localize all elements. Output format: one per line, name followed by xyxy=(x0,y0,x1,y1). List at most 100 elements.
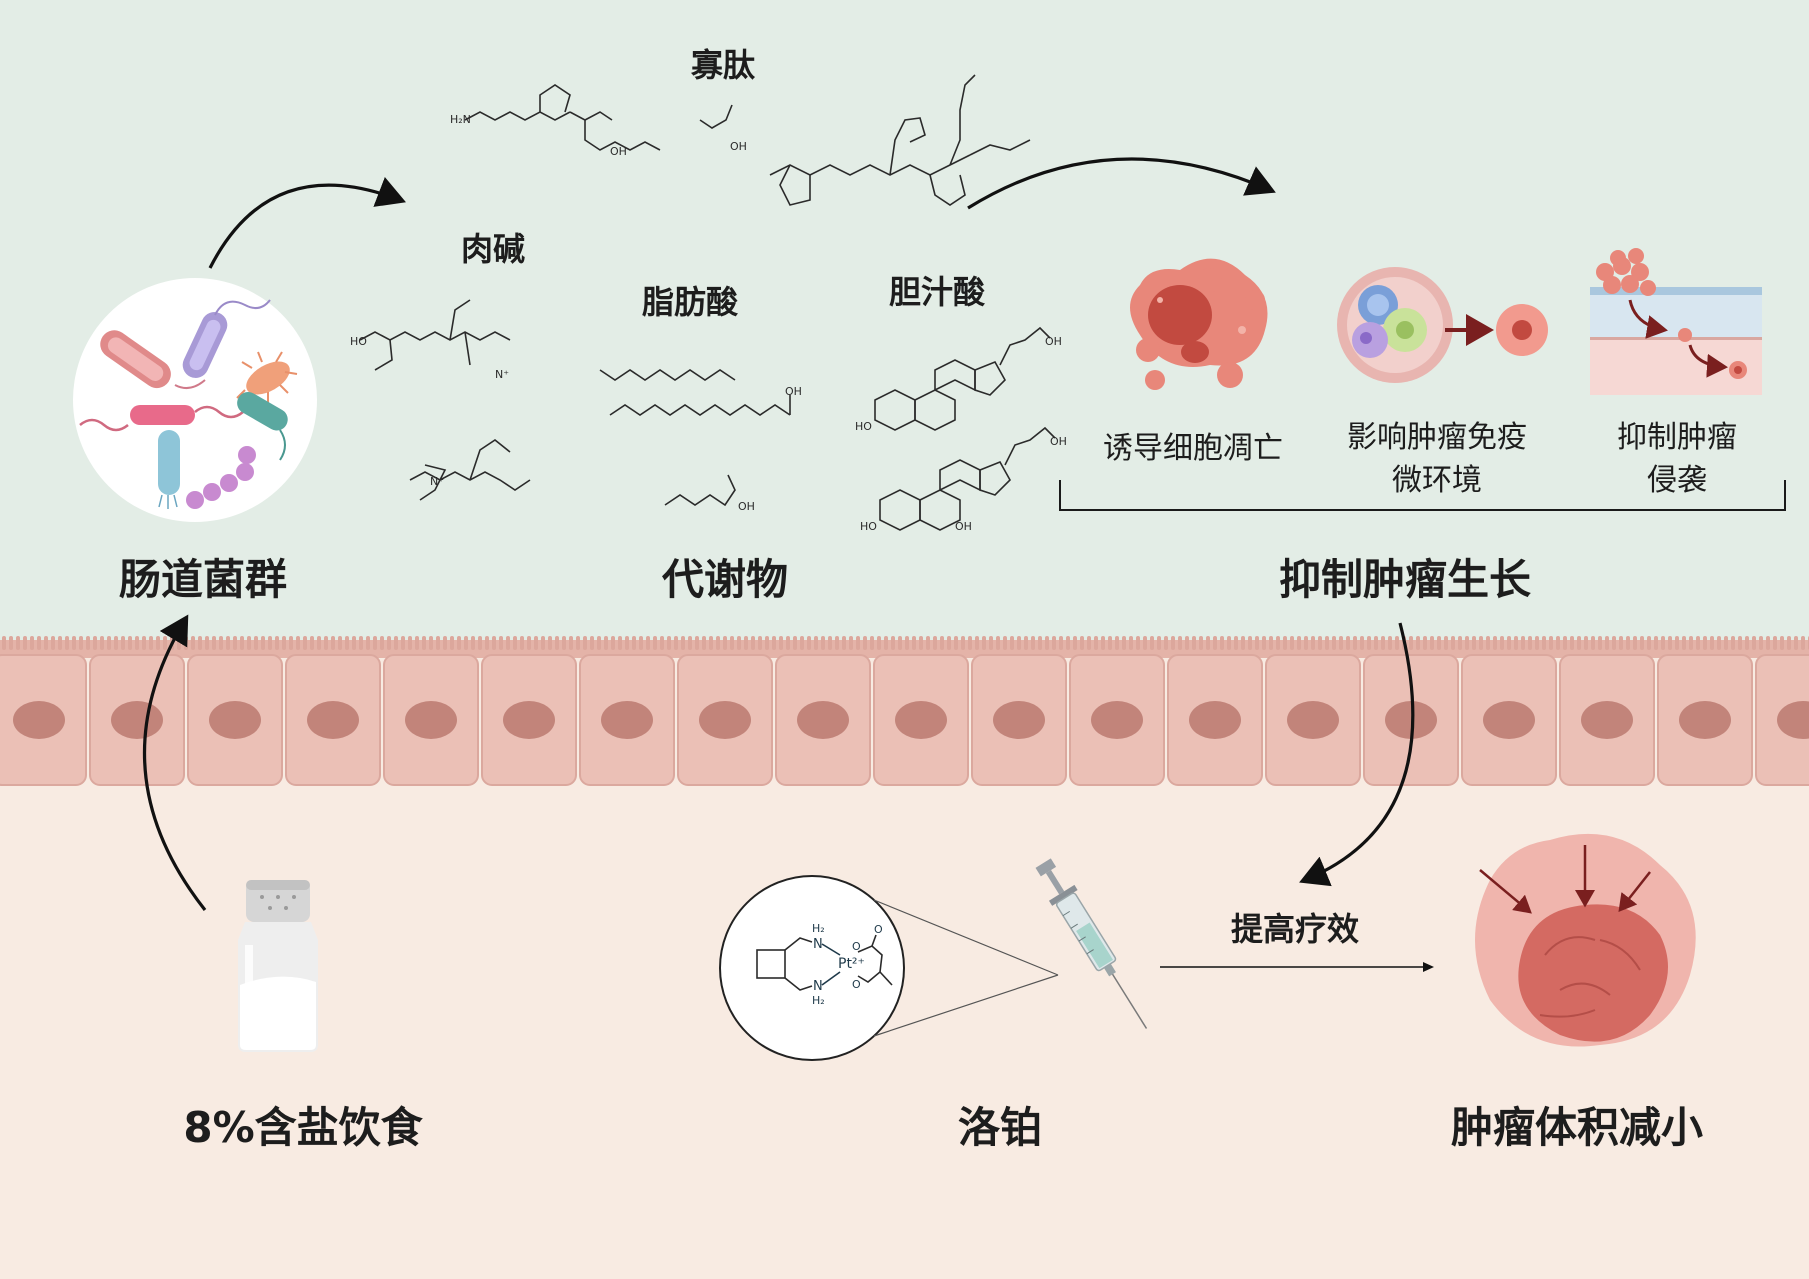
microvillus xyxy=(135,636,139,650)
microvillus xyxy=(485,636,489,650)
svg-text:H₂: H₂ xyxy=(812,994,825,1007)
microvillus xyxy=(1514,636,1518,650)
microvillus xyxy=(1178,636,1182,650)
microvillus xyxy=(779,636,783,650)
microvillus xyxy=(72,636,76,650)
microvillus xyxy=(1143,636,1147,650)
microvillus xyxy=(324,636,328,650)
cell-nucleus xyxy=(1385,701,1437,739)
microvillus xyxy=(688,636,692,650)
svg-text:HO: HO xyxy=(860,520,877,533)
microvillus xyxy=(737,636,741,650)
microvillus xyxy=(835,636,839,650)
label-carnitine: 肉碱 xyxy=(461,230,525,268)
microvillus xyxy=(1269,636,1273,650)
microvillus xyxy=(1766,636,1770,650)
microvillus xyxy=(1500,636,1504,650)
cell-nucleus xyxy=(797,701,849,739)
microvillus xyxy=(1493,636,1497,650)
microvillus xyxy=(562,636,566,650)
microvillus xyxy=(478,636,482,650)
svg-text:OH: OH xyxy=(610,145,627,158)
microvillus xyxy=(44,636,48,650)
microvillus xyxy=(1472,636,1476,650)
cell-nucleus xyxy=(1679,701,1731,739)
microvillus xyxy=(1115,636,1119,650)
svg-text:O: O xyxy=(852,940,861,953)
microvillus xyxy=(457,636,461,650)
microvillus xyxy=(695,636,699,650)
microvillus xyxy=(1395,636,1399,650)
microvillus xyxy=(1689,636,1693,650)
microvillus xyxy=(86,636,90,650)
arrow-salt-to-microbiota xyxy=(143,614,207,911)
label-immune-line1: 影响肿瘤免疫 xyxy=(1347,420,1527,455)
microvillus xyxy=(772,636,776,650)
microvillus xyxy=(919,636,923,650)
microvillus xyxy=(1318,636,1322,650)
fatty-acid-structures: OH OH xyxy=(599,369,802,513)
svg-text:OH: OH xyxy=(730,140,747,153)
microvillus xyxy=(520,636,524,650)
svg-text:O: O xyxy=(874,923,883,936)
microvillus xyxy=(1745,636,1749,650)
microvillus xyxy=(1339,636,1343,650)
microvillus xyxy=(156,636,160,650)
microvillus xyxy=(996,636,1000,650)
label-apoptosis: 诱导细胞凋亡 xyxy=(1103,431,1283,466)
microvillus xyxy=(1129,636,1133,650)
lobaplatin-structure: H₂ N N H₂ Pt²⁺ O O O xyxy=(719,875,1059,1061)
microvillus xyxy=(548,636,552,650)
microvillus xyxy=(744,636,748,650)
microvillus xyxy=(345,636,349,650)
microvillus xyxy=(1780,636,1784,650)
microvillus xyxy=(128,636,132,650)
microvillus xyxy=(268,636,272,650)
label-immune-line2: 微环境 xyxy=(1392,463,1482,498)
microvillus xyxy=(1647,636,1651,650)
microvillus xyxy=(352,636,356,650)
microvillus xyxy=(1220,636,1224,650)
immune-microenvironment-illustration xyxy=(1337,267,1548,383)
microvillus xyxy=(534,636,538,650)
cell-nucleus xyxy=(895,701,947,739)
microvillus xyxy=(933,636,937,650)
microvillus xyxy=(765,636,769,650)
microvillus xyxy=(1199,636,1203,650)
microvillus xyxy=(1696,636,1700,650)
svg-text:HO: HO xyxy=(350,335,367,348)
label-lobaplatin: 洛铂 xyxy=(958,1103,1042,1152)
microvillus xyxy=(1444,636,1448,650)
microvillus xyxy=(121,636,125,650)
microvillus xyxy=(1017,636,1021,650)
microvillus xyxy=(492,636,496,650)
microvillus xyxy=(1591,636,1595,650)
label-inhibit-tumor-growth: 抑制肿瘤生长 xyxy=(1279,555,1531,604)
microvillus xyxy=(149,636,153,650)
microvillus xyxy=(1752,636,1756,650)
microvillus xyxy=(1563,636,1567,650)
svg-text:OH: OH xyxy=(785,385,802,398)
microvillus xyxy=(1703,636,1707,650)
tumor-invasion-illustration xyxy=(1590,248,1762,395)
microvillus xyxy=(1171,636,1175,650)
microvillus xyxy=(310,636,314,650)
microvillus xyxy=(303,636,307,650)
microvillus xyxy=(555,636,559,650)
microvillus xyxy=(1486,636,1490,650)
microvillus xyxy=(415,636,419,650)
label-metabolites: 代谢物 xyxy=(661,555,788,604)
microvillus xyxy=(863,636,867,650)
microvillus xyxy=(1234,636,1238,650)
microvillus xyxy=(317,636,321,650)
microvillus xyxy=(968,636,972,650)
microvillus xyxy=(674,636,678,650)
microvillus xyxy=(289,636,293,650)
microvillus xyxy=(1248,636,1252,650)
microvillus xyxy=(723,636,727,650)
microvillus xyxy=(1465,636,1469,650)
arrow-microbiota-to-metabolites xyxy=(208,177,406,269)
microvillus xyxy=(989,636,993,650)
microvillus xyxy=(1185,636,1189,650)
